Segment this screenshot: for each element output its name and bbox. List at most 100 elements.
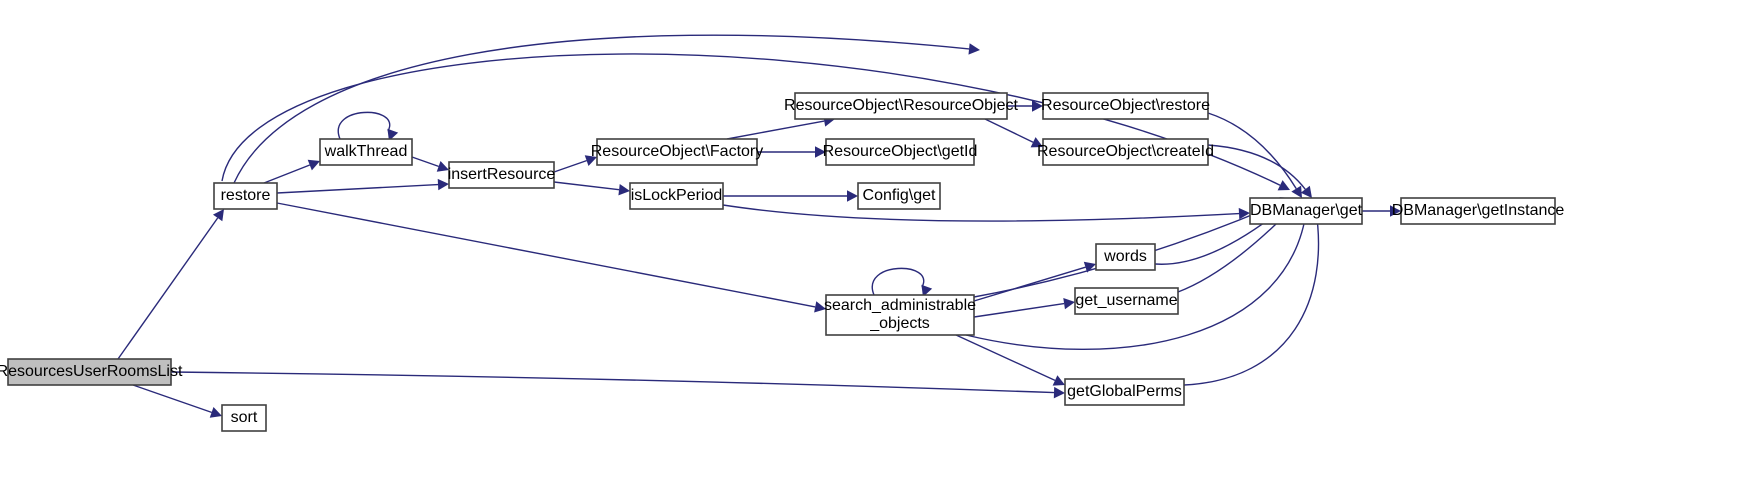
node-box-words[interactable]: [1095, 243, 1156, 271]
edge-resourceobjectrestore-dbmanagerget: [1207, 112, 1297, 190]
graph-node-resourceobject-createid[interactable]: ResourceObject\createId: [1037, 138, 1214, 166]
edge-arrowhead: [921, 284, 933, 297]
node-box-search_administrable_objects[interactable]: [825, 294, 975, 336]
edge-restore-insertresource: [276, 183, 439, 194]
node-label-resourceobject-createid: ResourceObject\createId: [1037, 143, 1214, 160]
node-label-search_administrable_objects: search_administrable: [824, 297, 976, 314]
edge-arrowhead: [1277, 180, 1290, 191]
graph-node-resourceobject-restore[interactable]: ResourceObject\restore: [1041, 92, 1210, 120]
edge-arrowhead: [436, 160, 449, 172]
node-label-resourceobject-restore: ResourceObject\restore: [1041, 97, 1210, 114]
edge-arrowhead: [1083, 261, 1096, 273]
edge-arrowhead: [847, 190, 858, 202]
node-box-dbmanager-get[interactable]: [1249, 197, 1363, 225]
node-box-insertresource[interactable]: [448, 161, 555, 189]
graph-node-search_administrable_objects[interactable]: search_administrable_objects: [824, 294, 976, 336]
node-label-resourceobject-getid: ResourceObject\getId: [823, 143, 978, 160]
graph-node-get_username[interactable]: get_username: [1074, 287, 1179, 315]
node-label-getglobalperms: getGlobalPerms: [1067, 383, 1182, 400]
edge-insertresource-islockperiod: [553, 181, 620, 191]
edge-arrowhead: [618, 184, 630, 196]
node-label-config-get: Config\get: [863, 187, 936, 204]
graph-node-resourcesuserroomslist[interactable]: ResourcesUserRoomsList: [0, 358, 183, 386]
edge-resourceobject-createid: [984, 118, 1034, 143]
graph-node-walkthread[interactable]: walkThread: [319, 138, 413, 166]
edge-arrowhead: [1291, 185, 1302, 198]
edge-search-get-username: [973, 302, 1065, 318]
node-label-insertresource: insertResource: [448, 166, 556, 183]
edge-restore-walkthread: [263, 164, 311, 184]
edge-arrowhead: [584, 155, 597, 167]
edge-arrowhead: [307, 159, 320, 171]
graph-node-resourceobject-getid[interactable]: ResourceObject\getId: [823, 138, 978, 166]
graph-node-dbmanager-get[interactable]: DBManager\get: [1249, 197, 1363, 225]
edge-search-words: [973, 266, 1086, 302]
node-box-resourceobject-restore[interactable]: [1042, 92, 1209, 120]
node-box-resourceobject-getid[interactable]: [825, 138, 975, 166]
node-box-resourceobject-resourceobject[interactable]: [794, 92, 1008, 120]
node-box-walkthread[interactable]: [319, 138, 413, 166]
edge-arrowhead: [212, 209, 224, 222]
edge-arrowhead: [1053, 386, 1065, 399]
edge-arrowhead: [387, 128, 399, 141]
graph-node-resourceobject-factory[interactable]: ResourceObject\Factory: [591, 138, 764, 166]
edge-arrowhead: [814, 301, 826, 313]
edge-resourceobjectcreateid-dbmanagerget: [1207, 144, 1306, 190]
node-label-resourceobject-factory: ResourceObject\Factory: [591, 143, 764, 160]
node-box-get_username[interactable]: [1074, 287, 1179, 315]
node-label-sort: sort: [231, 409, 258, 426]
edge-arrowhead: [437, 178, 449, 191]
edge-factory-resourceobject: [726, 120, 825, 140]
graph-node-restore[interactable]: restore: [213, 182, 278, 210]
edge-arrowhead: [968, 43, 980, 55]
node-label-resourceobject-resourceobject: ResourceObject\ResourceObject: [784, 97, 1018, 114]
edge-arrowhead: [1390, 205, 1401, 217]
graph-node-resourceobject-resourceobject[interactable]: ResourceObject\ResourceObject: [784, 92, 1018, 120]
node-label-get_username: get_username: [1075, 292, 1177, 309]
edge-search-dbmanagerget-lower: [965, 208, 1308, 350]
node-box-config-get[interactable]: [857, 182, 941, 210]
edge-search-getglobalperms: [955, 334, 1056, 382]
node-box-sort[interactable]: [221, 404, 267, 432]
edge-getglobalperms-dbmanagerget: [1183, 208, 1320, 386]
node-label-restore: restore: [221, 187, 271, 204]
node-label-dbmanager-get: DBManager\get: [1250, 202, 1363, 219]
edge-islockperiod-dbmanagerget: [722, 204, 1240, 222]
edge-arrowhead: [209, 406, 222, 418]
node-label-search_administrable_objects: _objects: [869, 315, 930, 332]
node-label-islockperiod: isLockPeriod: [631, 187, 723, 204]
edge-resourcesuserroomslist-getglobalperms: [170, 371, 1055, 394]
node-box-restore[interactable]: [213, 182, 278, 210]
edge-walkthread-insertresource: [411, 156, 439, 168]
node-box-getglobalperms[interactable]: [1064, 378, 1185, 406]
node-box-resourceobject-createid[interactable]: [1042, 138, 1209, 166]
graph-node-islockperiod[interactable]: isLockPeriod: [629, 182, 724, 210]
edge-arrowhead: [1300, 185, 1312, 198]
edge-arrowhead: [1030, 137, 1043, 148]
node-label-resourcesuserroomslist: ResourcesUserRoomsList: [0, 363, 183, 380]
node-box-resourcesuserroomslist[interactable]: [7, 358, 172, 386]
graph-node-sort[interactable]: sort: [221, 404, 267, 432]
edge-restore-search-administrable-objects: [276, 202, 816, 308]
node-label-words: words: [1103, 248, 1147, 265]
edge-search-administrable-objects-self: [871, 267, 925, 296]
graph-node-config-get[interactable]: Config\get: [857, 182, 941, 210]
graph-node-dbmanager-getinstance[interactable]: DBManager\getInstance: [1392, 197, 1565, 225]
edge-resourcesuserroomslist-sort: [132, 384, 212, 414]
graph-node-words[interactable]: words: [1095, 243, 1156, 271]
node-box-resourceobject-factory[interactable]: [596, 138, 758, 166]
graph-node-getglobalperms[interactable]: getGlobalPerms: [1064, 378, 1185, 406]
node-label-dbmanager-getinstance: DBManager\getInstance: [1392, 202, 1565, 219]
node-box-islockperiod[interactable]: [629, 182, 724, 210]
edge-insertresource-factory: [553, 159, 587, 173]
graph-node-insertresource[interactable]: insertResource: [448, 161, 556, 189]
edge-walkthread-self: [337, 111, 391, 140]
edge-arrowhead: [1063, 297, 1075, 310]
edge-arrowhead: [1238, 207, 1250, 220]
edge-arrowhead: [1032, 100, 1043, 112]
node-label-walkthread: walkThread: [324, 143, 408, 160]
node-box-dbmanager-getinstance[interactable]: [1400, 197, 1556, 225]
nodes-layer: ResourcesUserRoomsList sort restore walkThr…: [0, 92, 1565, 432]
